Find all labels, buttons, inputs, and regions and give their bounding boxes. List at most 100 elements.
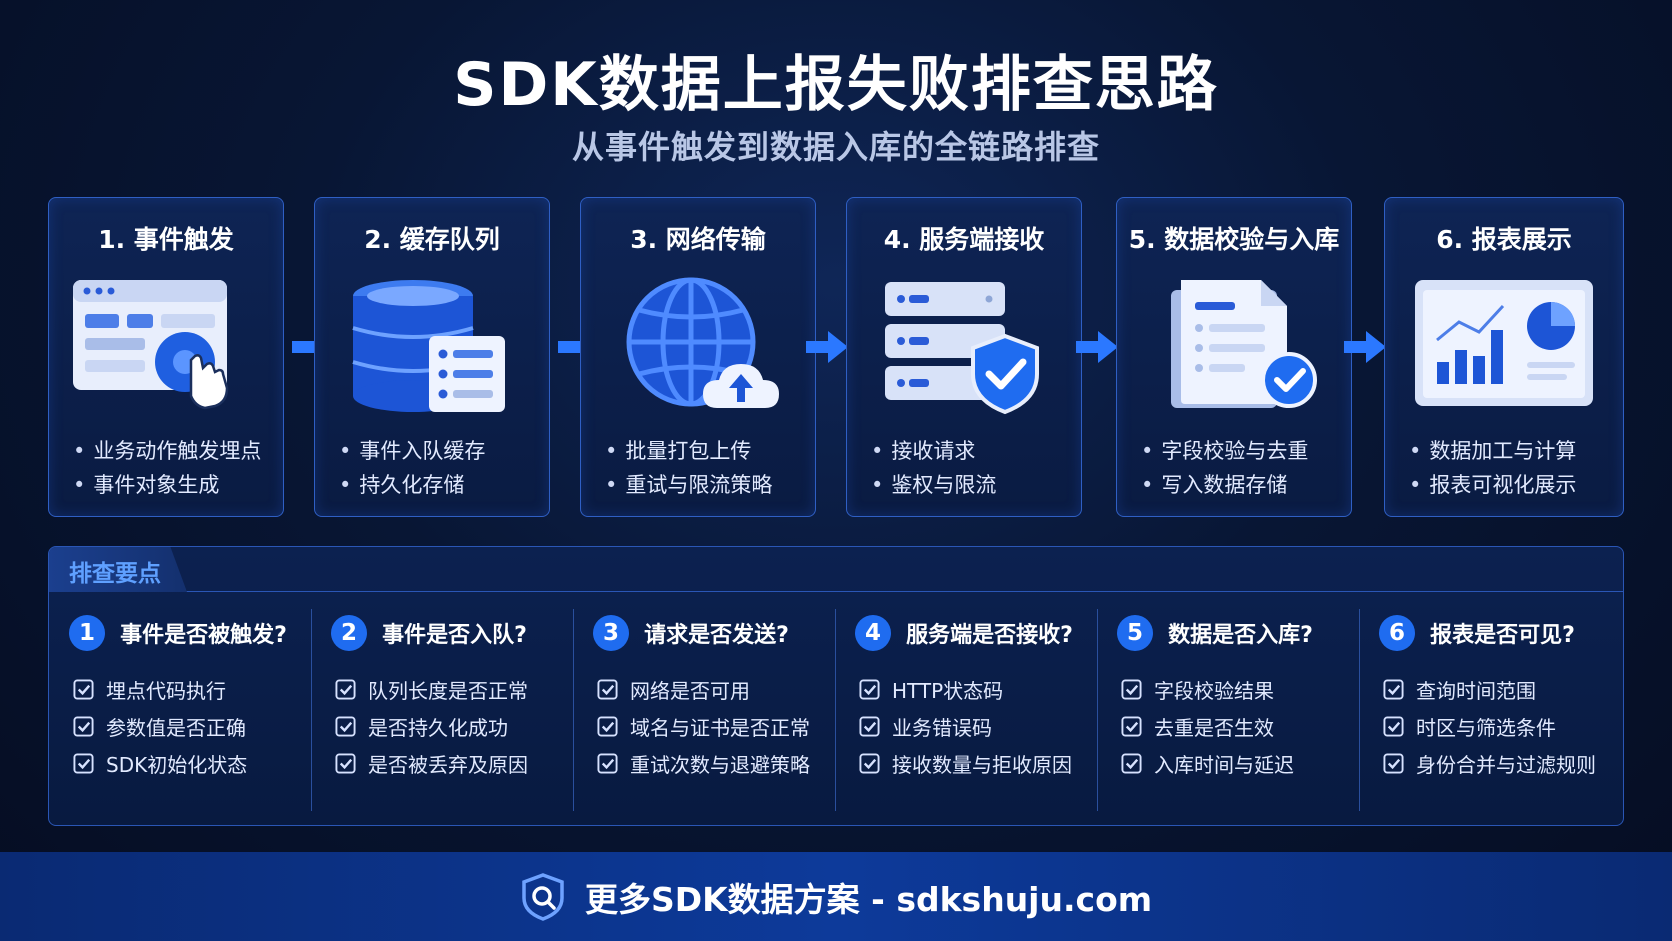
check-item-label: 队列长度是否正常 [368,679,528,703]
checkbox-icon [1383,679,1404,700]
check-item-label: HTTP状态码 [892,679,1004,703]
checkbox-icon [597,679,618,700]
step-title: 5. 数据校验与入库 [1128,225,1340,254]
checkbox-icon [859,753,880,774]
check-item-label: 查询时间范围 [1416,679,1536,703]
dashboard-chart-icon [1415,280,1593,406]
step-validate-store: 5. 数据校验与入库 字段校验与去重 写入数据存储 [1116,197,1352,517]
step-title: 2. 缓存队列 [364,225,500,254]
shield-search-icon [522,873,564,921]
column-divider [1097,609,1098,811]
step-bullet: 数据加工与计算 [1409,434,1615,468]
step-bullet: 事件入队缓存 [339,434,541,468]
footer-banner: 更多SDK数据方案 - sdkshuju.com [0,852,1672,941]
column-divider [311,609,312,811]
check-item-label: 接收数量与拒收原因 [892,753,1072,777]
database-list-icon [352,280,505,412]
checkbox-icon [335,716,356,737]
checkbox-icon [335,679,356,700]
footer-link[interactable]: 更多SDK数据方案 - sdkshuju.com [584,880,1153,919]
check-item-label: 埋点代码执行 [106,679,226,703]
step-number-badge: 1 [69,615,105,651]
panel-tab [49,547,187,592]
arrow-right-icon [1076,331,1118,363]
step-server-receive: 4. 服务端接收 接收请求 鉴权与限流 [846,197,1082,517]
checkbox-icon [597,753,618,774]
checkbox-icon [597,716,618,737]
check-item: 去重是否生效 [1121,708,1294,745]
check-item-label: 时区与筛选条件 [1416,716,1556,740]
page-subtitle: 从事件触发到数据入库的全链路排查 [571,128,1100,166]
checklist-column: 4 服务端是否接收? HTTP状态码 业务错误码 接收数量与拒收原因 [835,609,1097,809]
check-item-label: 是否持久化成功 [368,716,508,740]
check-item: 域名与证书是否正常 [597,708,810,745]
check-item-label: 入库时间与延迟 [1154,753,1294,777]
check-item: 身份合并与过滤规则 [1383,745,1596,782]
step-number-badge: 5 [1117,615,1153,651]
step-bullet: 事件对象生成 [73,468,275,502]
column-divider [835,609,836,811]
column-title: 事件是否被触发? [120,623,287,648]
step-cache-queue: 2. 缓存队列 事件入队缓存 持久化存储 [314,197,550,517]
column-title: 请求是否发送? [644,623,789,648]
check-item-label: 去重是否生效 [1154,716,1274,740]
check-item-label: 域名与证书是否正常 [630,716,810,740]
column-divider [573,609,574,811]
step-bullet: 写入数据存储 [1141,468,1343,502]
check-item: 是否持久化成功 [335,708,528,745]
check-item-label: 身份合并与过滤规则 [1416,753,1596,777]
check-item-label: 网络是否可用 [630,679,750,703]
step-number-badge: 2 [331,615,367,651]
step-report-display: 6. 报表展示 数据加工与计算 报表可视化展示 [1384,197,1624,517]
check-item: 是否被丢弃及原因 [335,745,528,782]
globe-upload-icon [626,277,779,408]
check-item-label: SDK初始化状态 [106,753,248,777]
step-bullet: 字段校验与去重 [1141,434,1343,468]
step-bullet: 鉴权与限流 [871,468,1073,502]
check-item-label: 业务错误码 [892,716,992,740]
checklist-column: 5 数据是否入库? 字段校验结果 去重是否生效 入库时间与延迟 [1097,609,1359,809]
check-item: 时区与筛选条件 [1383,708,1596,745]
checklist-panel: 排查要点 1 事件是否被触发? 埋点代码执行 参数值是否正确 SDK初始化状态 … [48,546,1624,826]
step-title: 4. 服务端接收 [883,225,1045,254]
check-item: SDK初始化状态 [73,745,247,782]
check-item: 字段校验结果 [1121,671,1294,708]
check-item-label: 是否被丢弃及原因 [368,753,528,777]
step-bullet: 业务动作触发埋点 [73,434,275,468]
column-title: 事件是否入队? [382,623,527,648]
check-item: HTTP状态码 [859,671,1072,708]
check-item: 入库时间与延迟 [1121,745,1294,782]
step-bullet: 重试与限流策略 [605,468,807,502]
checkbox-icon [1121,753,1142,774]
step-title: 6. 报表展示 [1436,225,1572,254]
document-check-icon [1171,280,1317,408]
checkbox-icon [859,716,880,737]
checklist-column: 6 报表是否可见? 查询时间范围 时区与筛选条件 身份合并与过滤规则 [1359,609,1621,809]
step-number-badge: 4 [855,615,891,651]
checklist-column: 1 事件是否被触发? 埋点代码执行 参数值是否正确 SDK初始化状态 [49,609,311,809]
checkbox-icon [73,753,94,774]
check-item-label: 字段校验结果 [1154,679,1274,703]
server-shield-icon [885,282,1039,415]
checkbox-icon [859,679,880,700]
process-steps: 1. 事件触发 业务动作触发埋点 事件对象生成 2. 缓存队列 [48,197,1624,517]
panel-label: 排查要点 [69,561,161,587]
column-title: 报表是否可见? [1430,623,1575,648]
checkbox-icon [73,679,94,700]
step-title: 1. 事件触发 [98,225,234,254]
panel-header: 排查要点 [49,547,1623,592]
arrow-right-icon [1344,331,1386,363]
check-item-label: 参数值是否正确 [106,716,246,740]
step-bullet: 批量打包上传 [605,434,807,468]
column-title: 服务端是否接收? [906,623,1073,648]
step-network-transfer: 3. 网络传输 批量打包上传 重试与限流策略 [580,197,816,517]
checkbox-icon [1121,716,1142,737]
step-title: 3. 网络传输 [630,225,766,254]
step-bullet: 持久化存储 [339,468,541,502]
check-item: 埋点代码执行 [73,671,247,708]
step-event-trigger: 1. 事件触发 业务动作触发埋点 事件对象生成 [48,197,284,517]
check-item: 参数值是否正确 [73,708,247,745]
column-title: 数据是否入库? [1168,623,1313,648]
step-number-badge: 3 [593,615,629,651]
check-item: 网络是否可用 [597,671,810,708]
